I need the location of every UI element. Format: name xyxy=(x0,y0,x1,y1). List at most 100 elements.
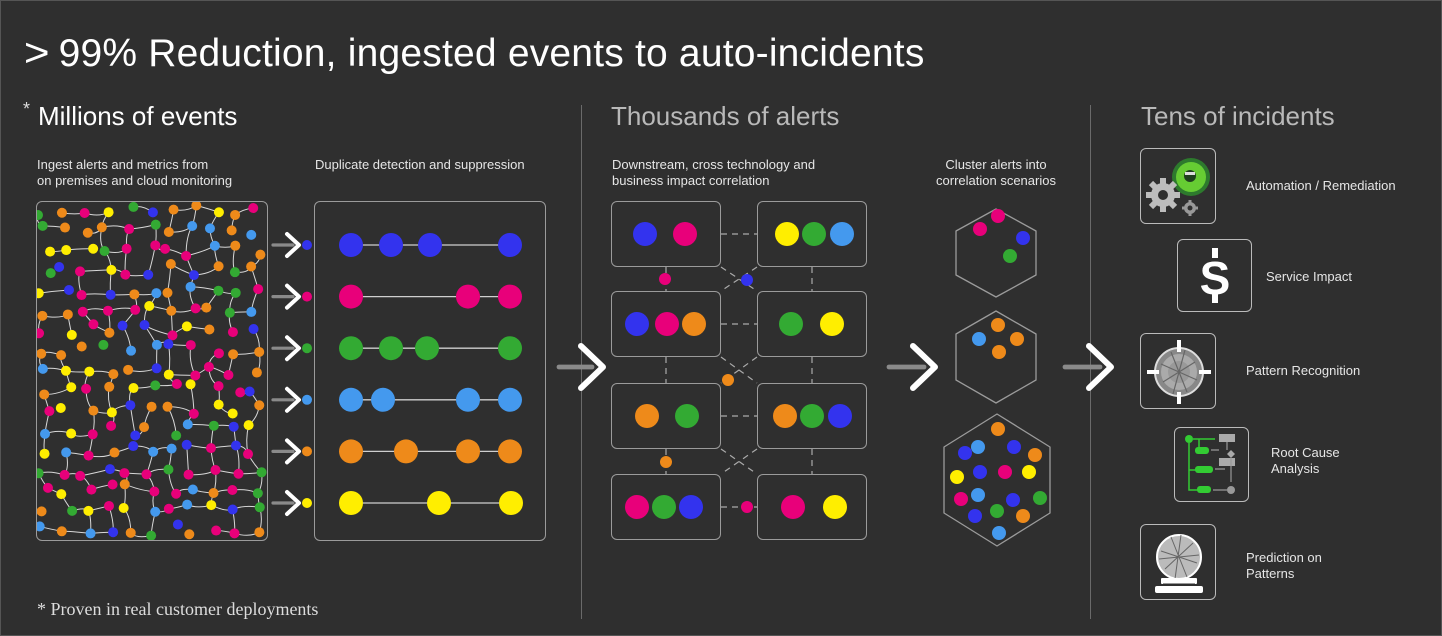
event-dot xyxy=(201,302,212,313)
event-dot xyxy=(163,503,174,514)
alert-dot xyxy=(625,312,649,336)
event-dot xyxy=(75,266,86,277)
event-dot xyxy=(230,209,241,220)
event-dot xyxy=(37,521,45,532)
event-dot xyxy=(256,467,267,478)
correlation-connector xyxy=(720,448,758,475)
flowchart-icon xyxy=(1185,434,1235,494)
event-dot xyxy=(56,489,67,500)
alert-dot xyxy=(675,404,699,428)
event-dot xyxy=(130,430,141,441)
alert-dot xyxy=(781,495,805,519)
alert-dot xyxy=(775,222,799,246)
event-dot xyxy=(66,382,77,393)
event-dot xyxy=(117,320,128,331)
alert-dot xyxy=(679,495,703,519)
event-dot xyxy=(163,369,174,380)
event-dot xyxy=(235,387,246,398)
flow-arrow xyxy=(271,438,301,465)
gears-robot-icon xyxy=(1146,158,1210,216)
event-dot xyxy=(246,306,257,317)
event-dot xyxy=(120,269,131,280)
outcome-label-service-impact: Service Impact xyxy=(1266,269,1352,284)
correlation-box xyxy=(611,201,721,267)
alert-dot xyxy=(418,233,442,257)
event-dot xyxy=(54,261,65,272)
cluster-dot xyxy=(1033,491,1047,505)
event-dot xyxy=(59,469,70,480)
alert-dot xyxy=(682,312,706,336)
correlation-box xyxy=(757,291,867,357)
event-dot xyxy=(59,222,70,233)
alert-dot xyxy=(339,336,363,361)
entry-dot xyxy=(302,446,312,457)
alert-dot xyxy=(655,312,679,336)
event-dot xyxy=(187,220,198,231)
cluster-dot xyxy=(973,465,987,479)
event-dot xyxy=(246,229,257,240)
flow-arrow xyxy=(556,343,606,391)
event-dot xyxy=(165,259,176,270)
alert-dot xyxy=(456,439,480,464)
section-alerts-title: Thousands of alerts xyxy=(611,101,840,131)
event-dot xyxy=(191,202,202,211)
cluster-dot xyxy=(991,422,1005,436)
cluster-dot xyxy=(1016,231,1030,245)
event-dot xyxy=(104,464,115,475)
flow-arrow xyxy=(271,386,301,413)
event-dot xyxy=(150,380,161,391)
alert-dot xyxy=(820,312,844,336)
outcome-icon-box xyxy=(1140,333,1216,409)
page-title: >99% Reduction, ingested events to auto-… xyxy=(23,31,925,75)
event-dot xyxy=(129,289,140,300)
event-dot xyxy=(171,379,182,390)
connector-dot xyxy=(660,456,672,468)
event-dot xyxy=(150,506,161,517)
event-dot xyxy=(227,504,238,515)
event-dot xyxy=(223,369,234,380)
event-dot xyxy=(125,400,136,411)
alert-dot xyxy=(830,222,854,246)
event-dot xyxy=(226,225,237,236)
event-dot xyxy=(143,269,154,280)
alert-dot xyxy=(625,495,649,519)
alert-dot xyxy=(498,439,522,464)
cluster-dot xyxy=(992,526,1006,540)
event-dot xyxy=(224,307,235,318)
event-dot xyxy=(211,525,222,536)
event-dot xyxy=(171,430,182,441)
cluster-dot xyxy=(1016,509,1030,523)
event-dot xyxy=(184,529,195,540)
event-dot xyxy=(128,202,139,212)
alert-dot xyxy=(415,336,439,361)
event-dot xyxy=(163,464,174,475)
event-dot xyxy=(37,468,44,479)
connector-dot xyxy=(741,501,753,513)
event-dot xyxy=(254,502,265,513)
events-network-graph xyxy=(37,202,267,540)
event-dot xyxy=(146,401,157,412)
event-dot xyxy=(248,203,259,214)
cluster-dot xyxy=(1010,332,1024,346)
event-dot xyxy=(104,327,115,338)
crystal-ball-icon xyxy=(1155,534,1203,593)
alert-dot xyxy=(800,404,824,428)
cluster-dot xyxy=(950,470,964,484)
event-dot xyxy=(130,304,141,315)
event-dot xyxy=(162,401,173,412)
event-dot xyxy=(254,346,265,357)
event-dot xyxy=(83,450,94,461)
event-dot xyxy=(151,288,162,299)
event-dot xyxy=(81,383,92,394)
event-dot xyxy=(182,419,193,430)
cluster-dot xyxy=(992,345,1006,359)
event-dot xyxy=(188,408,199,419)
event-dot xyxy=(61,447,72,458)
event-dot xyxy=(108,527,119,538)
event-dot xyxy=(37,288,44,299)
event-dot xyxy=(244,386,255,397)
section-events-title: Millions of events xyxy=(38,101,238,131)
event-dot xyxy=(44,406,55,417)
dedup-box xyxy=(314,201,546,541)
